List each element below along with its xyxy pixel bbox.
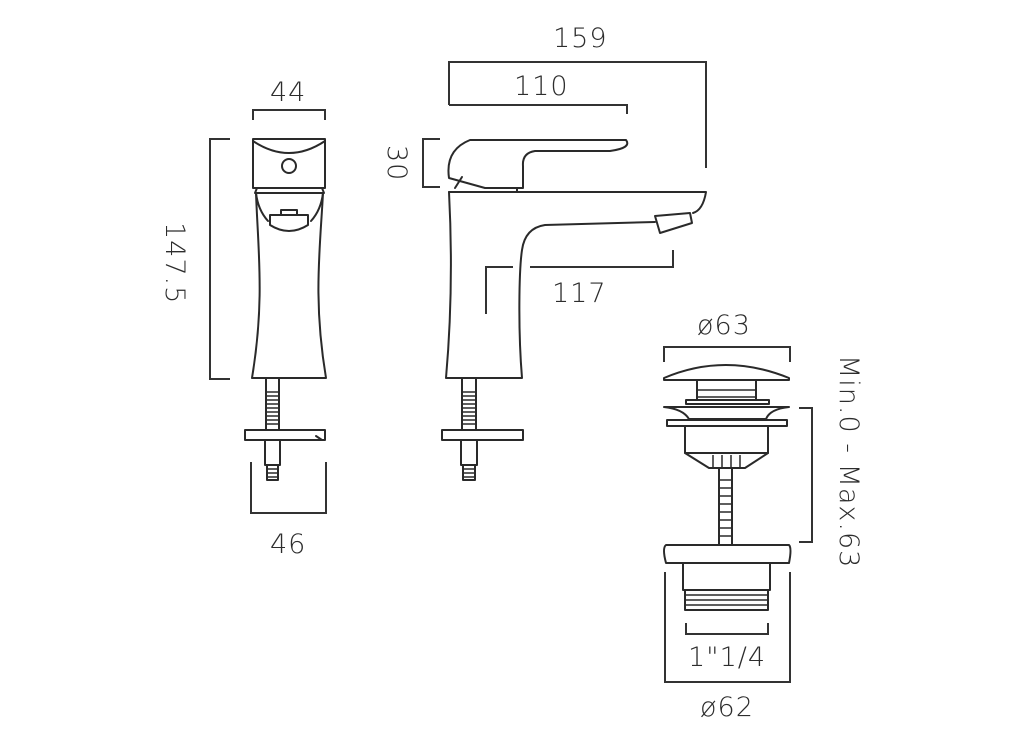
- dim-side-lever-length: 110: [514, 71, 569, 102]
- front-view-tap: [209, 109, 327, 514]
- dim-side-spout-reach: 117: [552, 278, 607, 309]
- dim-front-base-width: 46: [270, 529, 307, 560]
- dim-front-height: 147.5: [159, 222, 190, 305]
- dim-waste-adjust-range: Min.0 - Max.63: [833, 355, 864, 569]
- side-view-tap: [422, 61, 707, 481]
- dim-waste-cap-diameter: ø63: [697, 310, 751, 341]
- click-clack-waste: [663, 346, 813, 683]
- dim-waste-body-diameter: ø62: [700, 692, 754, 723]
- dim-front-width: 44: [270, 77, 307, 108]
- dim-side-lever-height: 30: [381, 145, 412, 182]
- dim-side-overall-depth: 159: [553, 23, 608, 54]
- dim-waste-thread: 1"1/4: [688, 642, 767, 673]
